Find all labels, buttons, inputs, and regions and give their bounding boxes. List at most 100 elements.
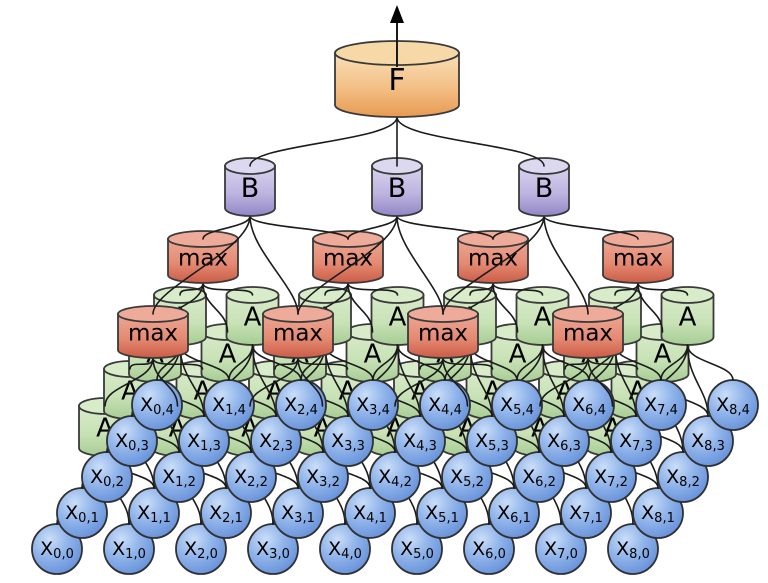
edge-line: [152, 357, 204, 370]
input-x-0-4-label: X0,4: [140, 394, 174, 418]
input-x-6-3-label: X6,3: [547, 430, 581, 454]
hidden-b-1-label: B: [388, 173, 407, 204]
hidden-b-0-body: [224, 165, 276, 217]
input-x-3-2: X3,2: [297, 451, 349, 503]
input-x-6-2-label: X6,2: [522, 466, 556, 490]
input-x-7-4: X7,4: [635, 379, 687, 431]
conv-a-5-2-label: A: [509, 340, 527, 370]
input-x-0-4: X0,4: [131, 379, 183, 431]
edge-line: [274, 357, 299, 370]
input-x-5-0: X5,0: [391, 523, 443, 575]
input-x-1-0: X1,0: [103, 523, 155, 575]
input-x-8-3: X8,3: [682, 415, 734, 467]
conv-a-5-3-label: A: [534, 303, 552, 333]
input-x-2-0-label: X2,0: [184, 538, 218, 562]
pool-max-0-0-label: max: [128, 321, 178, 347]
pool-max-1-0-body: [262, 313, 334, 359]
hidden-b-1-body: [371, 165, 423, 217]
input-x-4-3-label: X4,3: [403, 430, 437, 454]
input-x-6-4: X6,4: [563, 379, 615, 431]
edge-line: [347, 282, 399, 296]
conv-a-3-3-label: A: [389, 303, 407, 333]
input-x-7-2-label: X7,2: [594, 466, 628, 490]
conv-a-3-2-label: A: [364, 340, 382, 370]
input-x-3-2-label: X3,2: [306, 466, 340, 490]
edge-line: [249, 357, 299, 407]
edge-line: [442, 357, 469, 407]
pool-max-2-1-body: [457, 238, 529, 284]
edge-line: [442, 215, 545, 315]
input-x-3-4-label: X3,4: [356, 394, 390, 418]
edge-line: [396, 215, 494, 240]
input-x-0-3: X0,3: [106, 415, 158, 467]
input-x-6-2: X6,2: [513, 451, 565, 503]
edge-line: [539, 357, 589, 407]
edge-line: [251, 344, 302, 381]
input-x-4-4: X4,4: [419, 379, 471, 431]
input-x-4-2-label: X4,2: [378, 466, 412, 490]
edge-line: [228, 344, 254, 381]
input-x-8-2-label: X8,2: [666, 466, 700, 490]
input-x-7-2: X7,2: [585, 451, 637, 503]
edges-conv-to-pool: [104, 282, 689, 407]
edge-line: [396, 116, 545, 167]
input-x-5-1: X5,1: [416, 487, 468, 539]
edge-line: [249, 215, 349, 240]
input-x-4-2: X4,2: [369, 451, 421, 503]
input-x-1-4-label: X1,4: [212, 394, 246, 418]
edge-line: [394, 357, 444, 407]
edge-line: [202, 282, 254, 296]
edge-line: [686, 344, 734, 381]
input-x-1-0-label: X1,0: [112, 538, 146, 562]
output-f-label: F: [388, 63, 405, 98]
edge-line: [637, 282, 689, 296]
hidden-b-2-label: B: [535, 173, 554, 204]
input-x-8-3-label: X8,3: [691, 430, 725, 454]
input-x-2-1-label: X2,1: [209, 502, 243, 526]
edge-line: [297, 357, 324, 407]
edges-b-to-f: [249, 116, 545, 167]
edge-line: [202, 215, 251, 240]
edge-line: [614, 282, 639, 296]
input-x-4-0: X4,0: [319, 523, 371, 575]
edge-line: [442, 357, 494, 370]
pool-max-3-1-label: max: [613, 246, 663, 272]
input-x-2-3-label: X2,3: [259, 430, 293, 454]
edge-line: [660, 344, 689, 381]
conv-a-7-3-body: [660, 294, 715, 346]
input-x-7-4-label: X7,4: [644, 394, 678, 418]
edge-line: [564, 357, 589, 370]
input-x-8-1: X8,1: [632, 487, 684, 539]
input-x-7-0-label: X7,0: [544, 538, 578, 562]
input-x-2-4: X2,4: [275, 379, 327, 431]
edge-line: [297, 215, 398, 315]
input-x-2-1: X2,1: [200, 487, 252, 539]
input-x-6-0-label: X6,0: [472, 538, 506, 562]
input-x-0-3-label: X0,3: [115, 430, 149, 454]
input-x-8-1-label: X8,1: [641, 502, 675, 526]
edge-line: [129, 357, 154, 370]
input-x-6-0: X6,0: [463, 523, 515, 575]
edge-line: [324, 282, 349, 296]
input-x-3-0-label: X3,0: [256, 538, 290, 562]
edge-line: [152, 215, 251, 315]
input-x-1-1-label: X1,1: [137, 502, 171, 526]
input-x-5-2-label: X5,2: [450, 466, 484, 490]
input-x-0-0: X0,0: [31, 523, 83, 575]
edge-line: [104, 357, 154, 407]
input-x-1-2: X1,2: [153, 451, 205, 503]
edge-line: [492, 282, 519, 333]
input-x-3-1-label: X3,1: [281, 502, 315, 526]
edge-line: [249, 215, 299, 315]
edge-line: [179, 282, 204, 296]
input-x-4-1: X4,1: [344, 487, 396, 539]
input-x-0-1: X0,1: [56, 487, 108, 539]
edge-line: [543, 215, 639, 240]
edge-line: [637, 282, 664, 333]
edge-line: [347, 215, 398, 240]
edge-line: [516, 344, 544, 381]
pool-max-3-1-body: [602, 238, 674, 284]
